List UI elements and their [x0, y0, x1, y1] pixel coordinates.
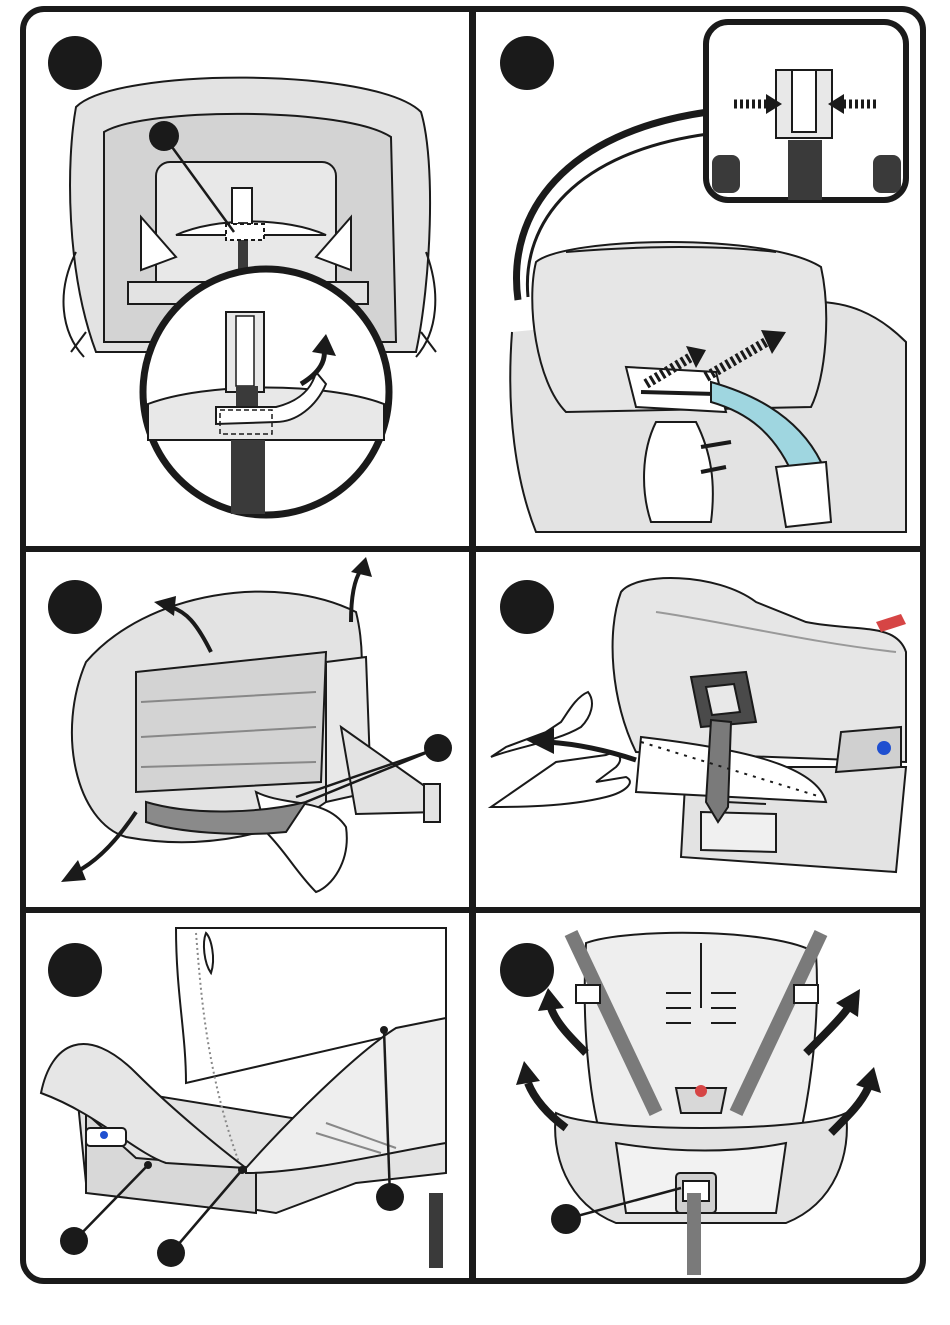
panel-1-illustration — [26, 12, 469, 546]
step-marker — [500, 36, 554, 90]
callout-dot — [376, 1183, 404, 1211]
panel-step-1 — [26, 12, 469, 546]
step-marker — [500, 943, 554, 997]
column-divider — [469, 6, 476, 1284]
panel-step-4 — [476, 552, 920, 907]
magnifier-inset — [143, 269, 389, 515]
step-marker — [48, 580, 102, 634]
panel-step-6 — [476, 913, 920, 1278]
callout-dot — [551, 1204, 581, 1234]
step-marker — [48, 943, 102, 997]
step-marker — [48, 36, 102, 90]
step-marker — [500, 580, 554, 634]
callout-dot — [424, 734, 452, 762]
callout-dot — [157, 1239, 185, 1267]
panel-step-3 — [26, 552, 469, 907]
panel-2-illustration — [476, 12, 920, 546]
panel-step-2 — [476, 12, 920, 546]
callout-dot — [60, 1227, 88, 1255]
callout-dot — [149, 121, 179, 151]
panel-step-5 — [26, 913, 469, 1278]
